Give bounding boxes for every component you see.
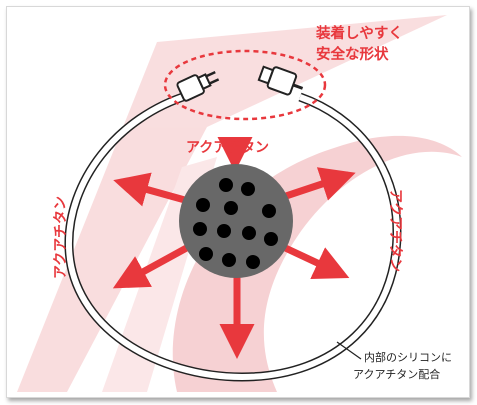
- inner-note-leader: [336, 341, 362, 360]
- necklace-diagram: 装着しやすく 安全な形状 アクアチタン アクアチタン アクアチタン 内部のシリコ…: [17, 15, 463, 393]
- plug-socket-icon: [257, 65, 304, 96]
- label-right: アクアチタン: [387, 189, 403, 272]
- titanium-ball: [179, 164, 293, 278]
- arrow-upper-left: [113, 172, 193, 207]
- clasp-highlight-ellipse: [163, 49, 327, 121]
- inner-note-line2: アクアチタン配合: [353, 367, 440, 381]
- arrow-lower-left: [112, 241, 194, 289]
- radiation-arrows: [112, 137, 356, 359]
- arrow-lower-right: [277, 241, 350, 279]
- titanium-particles: [193, 178, 278, 269]
- label-top: アクアチタン: [186, 140, 269, 156]
- necklace-ring: [64, 90, 402, 382]
- arrow-upper-right: [275, 167, 356, 203]
- inner-note-line1: 内部のシリコンに: [364, 350, 452, 364]
- label-left: アクアチタン: [53, 196, 69, 279]
- plug-clasp-icon: [176, 70, 220, 102]
- callout-line2: 安全な形状: [316, 45, 389, 63]
- callout-line1: 装着しやすく: [315, 24, 403, 42]
- diagram-frame: 装着しやすく 安全な形状 アクアチタン アクアチタン アクアチタン 内部のシリコ…: [6, 6, 470, 398]
